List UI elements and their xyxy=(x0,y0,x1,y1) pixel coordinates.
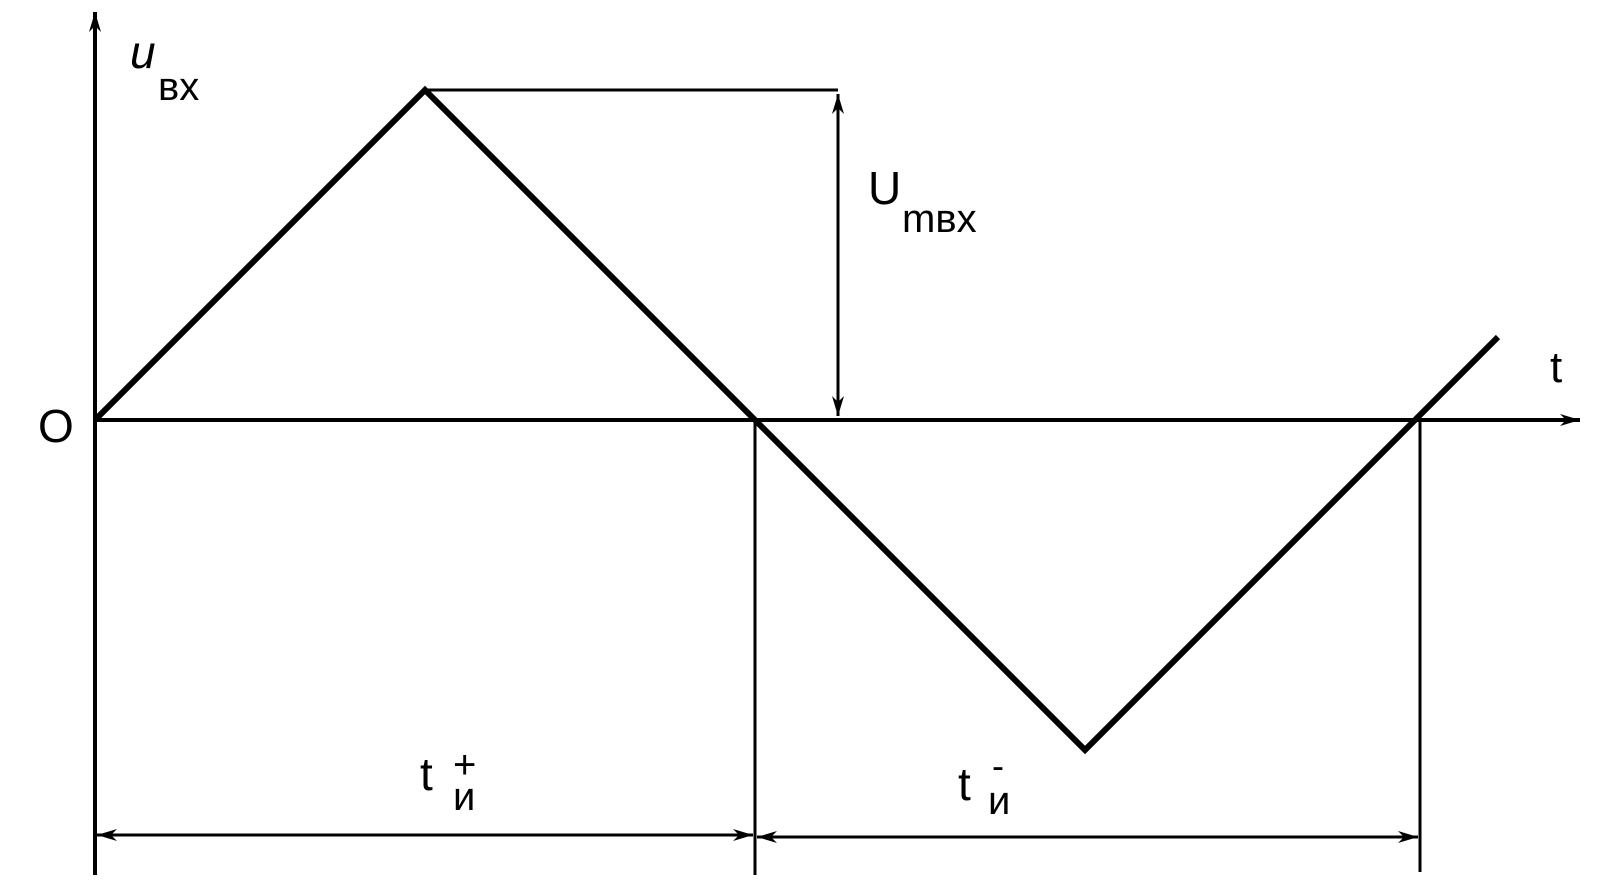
positive-pulse-duration-label: t + и xyxy=(420,743,481,819)
negative-pulse-duration-label: t - и xyxy=(958,745,1010,823)
y-axis-label: u вх xyxy=(130,26,199,109)
x-axis-label: t xyxy=(1550,343,1562,392)
origin-label: O xyxy=(38,400,74,452)
amplitude-label: U mвх xyxy=(868,162,977,241)
